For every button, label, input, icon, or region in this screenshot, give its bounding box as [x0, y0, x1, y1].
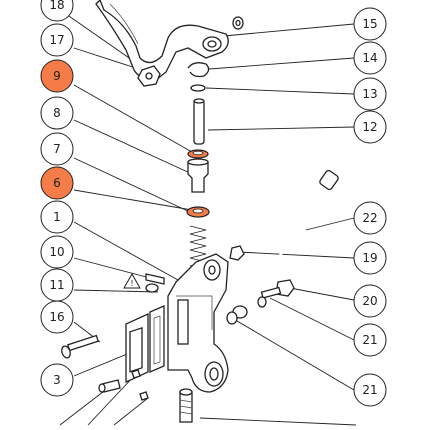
callout-number: 6	[53, 176, 61, 190]
callout-number: 1	[53, 210, 61, 224]
callout-number: 21	[362, 383, 377, 397]
part-21-washers	[226, 296, 267, 325]
callout-circle	[353, 373, 387, 407]
callout-15: 15	[353, 7, 387, 41]
callout-number: 17	[49, 33, 64, 47]
part-13-washer	[190, 84, 206, 92]
callout-12: 12	[353, 110, 387, 144]
callout-22: 22	[353, 201, 387, 235]
callout-number: 20	[362, 294, 377, 308]
callout-10: 10	[40, 235, 74, 269]
callout-circle	[40, 300, 74, 334]
callout-circle	[353, 41, 387, 75]
master-cylinder-body	[167, 253, 229, 393]
callout-number: 21	[362, 333, 377, 347]
callout-1: 1	[40, 200, 74, 234]
part-reservoir-cover	[125, 312, 149, 384]
callout-21-2: 21	[353, 373, 387, 407]
callout-8: 8	[40, 96, 74, 130]
callout-circle	[40, 96, 74, 130]
part-6-oring	[186, 206, 210, 218]
callout-6: 6	[40, 166, 74, 200]
part-22-hose-fitting	[232, 169, 339, 319]
part-diaphragm	[149, 305, 165, 373]
callout-number: 13	[362, 87, 377, 101]
callout-number: 10	[49, 245, 64, 259]
callout-circle	[353, 77, 387, 111]
part-15-washer	[232, 16, 244, 30]
callout-19: 19	[353, 241, 387, 275]
callout-18: 18	[40, 0, 74, 22]
callout-number: 9	[53, 69, 61, 83]
callout-number: 14	[362, 51, 377, 65]
callout-7: 7	[40, 132, 74, 166]
callout-circle	[353, 323, 387, 357]
part-11-warning: !	[123, 272, 159, 293]
callout-circle	[40, 132, 74, 166]
part-14-clip	[187, 62, 210, 78]
callout-circle	[353, 7, 387, 41]
callout-14: 14	[353, 41, 387, 75]
callout-circle	[40, 235, 74, 269]
part-16-screw	[61, 334, 100, 359]
callout-circle	[353, 110, 387, 144]
callout-circle	[353, 241, 387, 275]
callout-circle	[40, 363, 74, 397]
callout-11: 11	[40, 268, 74, 302]
callout-number: 8	[53, 106, 61, 120]
part-10-screw	[145, 273, 165, 285]
part-19-nut	[229, 245, 245, 261]
part-9-oring	[187, 149, 209, 159]
lever-blade	[95, 0, 229, 81]
svg-text:!: !	[130, 279, 133, 288]
callout-16: 16	[40, 300, 74, 334]
part-12-pin	[193, 98, 205, 145]
callout-circle	[353, 284, 387, 318]
part-cover-screws	[98, 369, 149, 401]
callout-3: 3	[40, 363, 74, 397]
callout-circle	[40, 200, 74, 234]
callout-20: 20	[353, 284, 387, 318]
part-8-piston	[187, 158, 209, 193]
callout-21-1: 21	[353, 323, 387, 357]
callout-number: 18	[49, 0, 64, 12]
callout-number: 3	[53, 373, 61, 387]
callout-circle	[40, 0, 74, 22]
callout-9: 9	[40, 59, 74, 93]
callout-number: 12	[362, 120, 377, 134]
callout-number: 16	[49, 310, 64, 324]
callout-circle	[40, 166, 74, 200]
leader-lines	[59, 13, 357, 426]
callout-circle	[353, 201, 387, 235]
callout-17: 17	[40, 23, 74, 57]
part-17-nut	[137, 65, 161, 87]
callout-13: 13	[353, 77, 387, 111]
callout-number: 19	[362, 251, 377, 265]
callout-number: 7	[53, 142, 61, 156]
callout-layer: 18 17 9 8 7 6 1 10 11 16 3 15 14 13 12 22 19 20 21 21	[40, 0, 387, 407]
callout-circle	[40, 59, 74, 93]
callout-number: 15	[362, 17, 377, 31]
callout-number: 22	[362, 211, 377, 225]
part-20-banjo-bolt	[260, 279, 295, 299]
part-spring	[189, 225, 207, 267]
callout-circle	[40, 23, 74, 57]
callout-number: 11	[49, 278, 64, 292]
part-bottom-bolt	[179, 388, 193, 423]
